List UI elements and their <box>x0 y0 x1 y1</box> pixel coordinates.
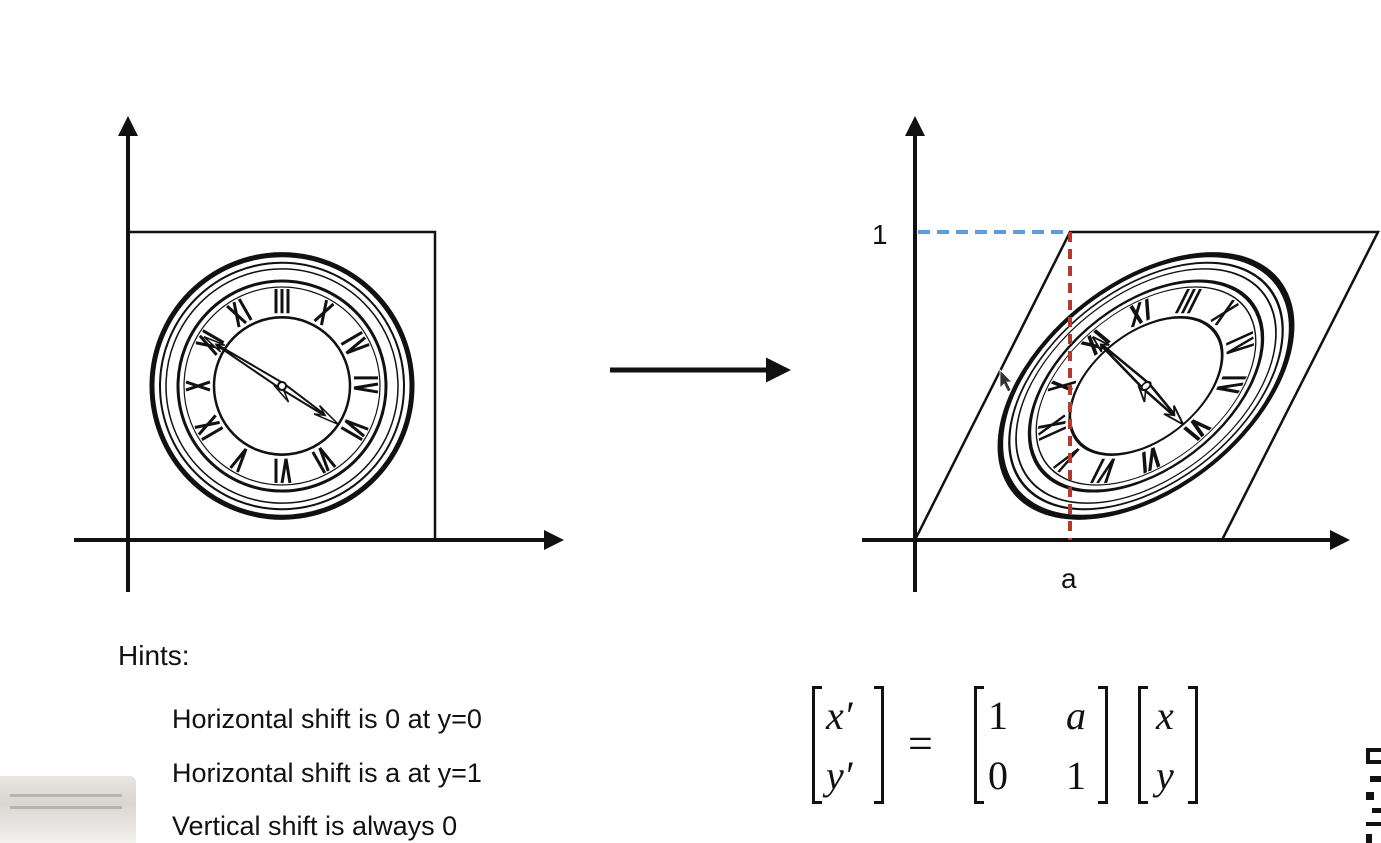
roman-numeral-clock-icon <box>152 255 412 518</box>
matrix-cell-12: a <box>1066 693 1086 738</box>
x-shift-label-a: a <box>1061 563 1077 594</box>
lhs-y-prime: y′ <box>826 753 853 798</box>
hint-line: Horizontal shift is 0 at y=0 <box>172 704 482 734</box>
matrix-cell-11: 1 <box>988 693 1008 738</box>
shear-matrix-equation: x′ y′ = 1 a 0 1 x y <box>808 682 1208 812</box>
original-plot <box>74 116 564 592</box>
unit-square <box>126 230 437 542</box>
right-bracket <box>1188 686 1198 804</box>
right-bracket <box>874 686 884 804</box>
hint-line: Vertical shift is always 0 <box>172 811 458 841</box>
mouse-pointer-icon <box>999 369 1013 393</box>
right-bracket <box>1098 686 1108 804</box>
matrix-cell-22: 1 <box>1066 753 1086 798</box>
lhs-x-prime: x′ <box>826 693 853 738</box>
left-bracket <box>812 686 822 804</box>
hints-title: Hints: <box>118 640 190 671</box>
sheared-plot: 1 a <box>862 116 1381 594</box>
rhs-x: x <box>1156 693 1174 738</box>
qr-code-icon <box>1366 748 1381 843</box>
equals-sign: = <box>908 719 933 768</box>
rhs-y: y <box>1156 753 1174 798</box>
webcam-thumbnail <box>0 776 136 843</box>
matrix-cell-21: 0 <box>988 753 1008 798</box>
sheared-parallelogram <box>912 230 1381 542</box>
left-bracket <box>974 686 984 804</box>
y-tick-label-one: 1 <box>872 219 888 250</box>
hint-line: Horizontal shift is a at y=1 <box>172 758 482 788</box>
left-bracket <box>1138 686 1148 804</box>
